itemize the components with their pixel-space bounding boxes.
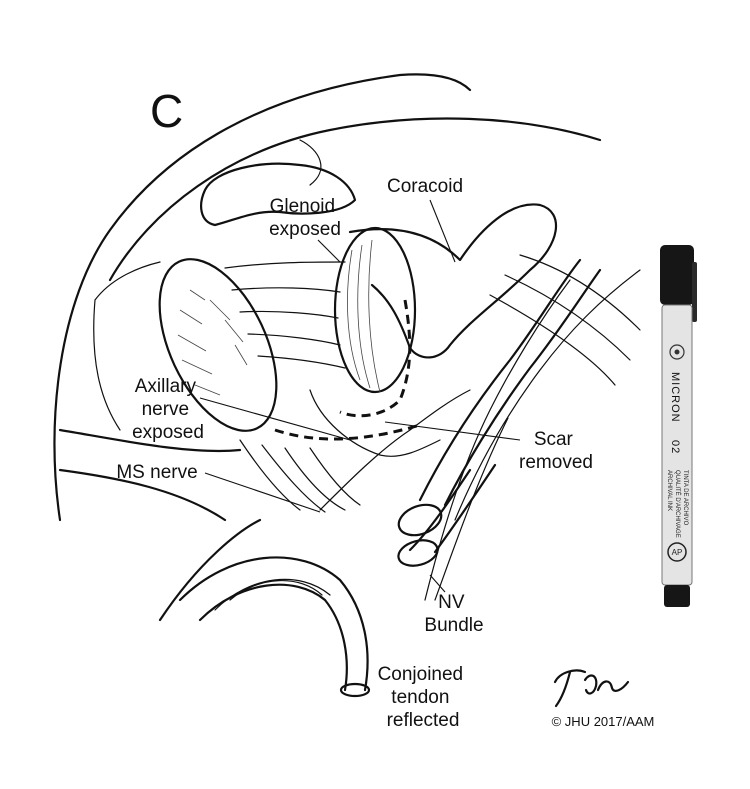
skin-fold — [299, 139, 322, 186]
pen-flower-center — [674, 349, 680, 355]
nv-vessel-1-end — [397, 503, 443, 537]
subscapularis-fibers — [239, 439, 361, 513]
glenoid — [333, 226, 417, 394]
pen-badge-text: AP — [672, 548, 683, 557]
humerus-outline — [93, 261, 161, 431]
nv-bundle-leader — [429, 574, 446, 593]
pen-badge — [667, 542, 687, 562]
scar-leader — [384, 421, 521, 441]
pen-cap — [660, 245, 694, 305]
coracoid-leader — [429, 199, 456, 263]
pen-clip — [692, 262, 697, 322]
humeral-head-texture — [177, 289, 248, 396]
leader-lines — [199, 199, 521, 593]
shoulder-outline — [53, 73, 472, 522]
conjoined-tendon — [178, 556, 369, 692]
nv-nerves — [424, 269, 641, 601]
glenoid-shading — [347, 239, 381, 393]
panel-letter: C — [150, 85, 183, 137]
pen-fine-print-1: ARCHIVAL INK — [666, 470, 672, 511]
tendon-fibers — [214, 578, 331, 611]
ms-nerve — [319, 389, 471, 511]
axillary-leader — [199, 397, 351, 441]
artist-signature — [553, 669, 630, 708]
pen-size-text: 02 — [669, 440, 681, 454]
label-coracoid: Coracoid — [387, 176, 463, 197]
pen-brand-text: MICRON — [669, 372, 681, 423]
muscle-outline — [58, 428, 242, 522]
conjoined-tendon-end — [339, 682, 371, 698]
capsule-fibers — [224, 261, 346, 369]
nv-vessel-2-end — [397, 539, 439, 567]
nv-vessel-2 — [408, 463, 497, 554]
pen-fine-print-3: TINTA DE ARCHIVO — [682, 470, 688, 526]
glenoid-leader — [317, 239, 341, 263]
label-ms-nerve: MS nerve — [116, 462, 197, 483]
pen-fine-print-2: QUALITÉ D'ARCHIVAGE — [674, 470, 681, 538]
pen-grip — [664, 585, 690, 607]
label-nv-bundle: NV Bundle — [424, 592, 483, 636]
tendon-left-edge — [158, 518, 262, 622]
label-conjoined: Conjoined tendon reflected — [378, 664, 469, 731]
label-glenoid: Glenoid exposed — [269, 196, 341, 240]
humeral-head — [158, 258, 278, 432]
ms-nerve-leader — [204, 472, 321, 513]
copyright-credit: © JHU 2017/AAM — [552, 714, 655, 729]
anatomy-drawing — [53, 73, 641, 698]
acromion — [200, 162, 357, 227]
scale-pen: MICRON 02 ARCHIVAL INK QUALITÉ D'ARCHIVA… — [660, 245, 697, 607]
scar-boundary — [274, 299, 421, 441]
axillary-nerve — [309, 389, 441, 457]
coracoid-process — [348, 203, 558, 359]
label-scar: Scar removed — [519, 429, 593, 473]
label-axillary: Axillary nerve exposed — [132, 376, 204, 443]
shoulder-inner-contour — [108, 117, 602, 282]
pen-flower-icon — [669, 344, 685, 360]
